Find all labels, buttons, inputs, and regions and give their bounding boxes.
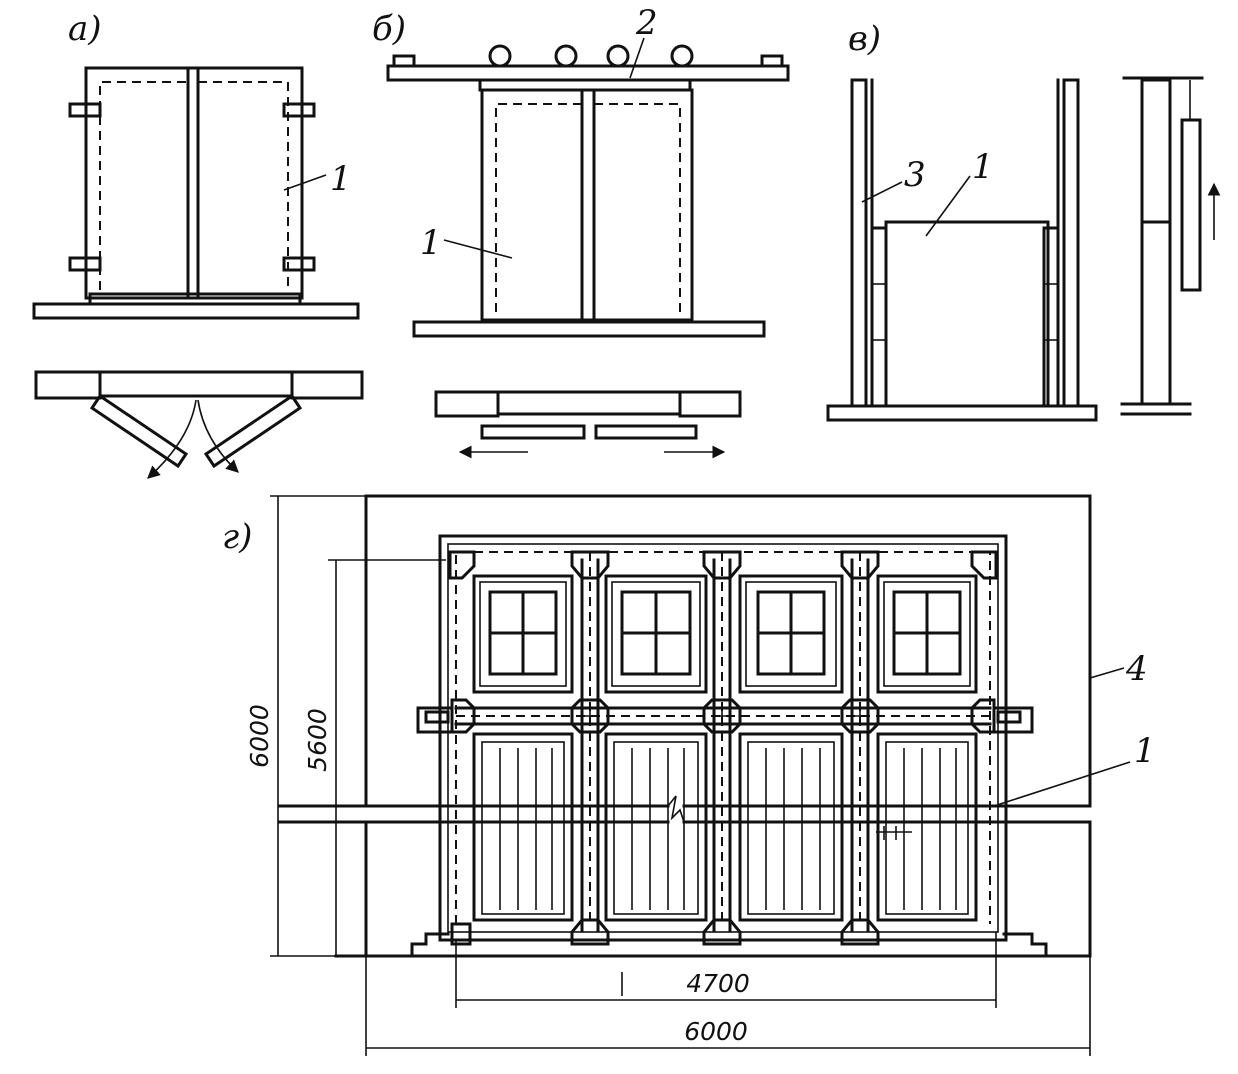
sliding-leaf-plan-left xyxy=(480,424,586,440)
wall-section xyxy=(1140,78,1172,224)
panel-a-label: а) xyxy=(68,9,102,49)
leader-3-label: 3 xyxy=(904,155,926,195)
floor-b xyxy=(412,320,766,338)
dimension-6000-horizontal: 6000 xyxy=(365,956,1091,1056)
dim-gate-width: 4700 xyxy=(686,969,750,998)
lifting-leaf-section xyxy=(1180,118,1202,292)
gate-outer-frame xyxy=(438,534,1008,942)
window-panels xyxy=(472,574,978,694)
leader-1-label: 1 xyxy=(972,147,994,187)
boarded-panels xyxy=(472,732,978,922)
top-rail xyxy=(386,64,790,82)
hinge-bottom-left xyxy=(68,256,102,272)
lifting-gate-leaf xyxy=(884,220,1050,408)
gusset xyxy=(970,550,998,580)
wall-plan-left xyxy=(434,390,500,418)
dimension-5600-vertical: 5600 xyxy=(303,559,446,956)
sliding-leaf-plan-right xyxy=(594,424,698,440)
gusset xyxy=(840,918,880,946)
wall-plan-right xyxy=(290,370,364,400)
wall-plan-right xyxy=(678,390,742,418)
panel-v-lifting-gate: в) 3 1 xyxy=(826,19,1221,422)
leader-4-label: 4 xyxy=(1125,649,1148,689)
swing-leaf-left-open xyxy=(89,393,189,469)
swing-leaf-right-open xyxy=(203,393,303,469)
hinge-top-left xyxy=(68,102,102,118)
step-right xyxy=(1002,932,1048,956)
roller xyxy=(554,44,578,68)
dim-gate-height: 5600 xyxy=(303,708,332,772)
dimension-6000-vertical: 6000 xyxy=(245,495,366,957)
dim-total-height: 6000 xyxy=(245,704,274,768)
guide-right xyxy=(1062,78,1080,408)
gusset xyxy=(570,918,610,946)
floor-a xyxy=(32,302,360,320)
roller xyxy=(670,44,694,68)
panel-v-label: в) xyxy=(848,19,881,59)
break-line-symbol xyxy=(667,795,685,823)
leader-1-label: 1 xyxy=(1134,731,1156,771)
gusset xyxy=(702,550,742,580)
joint-octagons xyxy=(450,698,996,734)
swing-arrow-right xyxy=(197,399,239,473)
leader-1-label: 1 xyxy=(330,159,352,199)
panel-g-gate-elevation: г) xyxy=(222,494,1156,1056)
swing-gate-frame xyxy=(84,66,304,300)
panel-b-sliding-gate: б) 1 2 xyxy=(372,3,790,459)
dim-total-width: 6000 xyxy=(684,1017,748,1046)
hinge-top-right xyxy=(282,102,316,118)
dimension-4700-horizontal: 4700 xyxy=(455,932,997,1008)
hinge-left xyxy=(416,706,454,734)
gusset xyxy=(840,550,880,580)
gusset xyxy=(448,550,476,580)
roller xyxy=(488,44,512,68)
step-left xyxy=(410,932,450,956)
leader-2-label: 2 xyxy=(635,3,658,43)
swing-arrow-left xyxy=(147,399,197,479)
sliding-gate-frame xyxy=(480,88,694,322)
roller xyxy=(606,44,630,68)
hinge-bottom-right xyxy=(282,256,316,272)
guide-left xyxy=(850,78,868,408)
wall-plan-left xyxy=(34,370,102,400)
gusset xyxy=(570,550,610,580)
leader-1-label: 1 xyxy=(420,223,442,263)
panel-g-label: г) xyxy=(222,517,252,557)
hinge-right xyxy=(992,706,1034,734)
panel-b-label: б) xyxy=(372,9,406,49)
floor-v xyxy=(826,404,1098,422)
panel-a-swing-gate: а) 1 xyxy=(32,9,364,479)
gusset xyxy=(702,918,742,946)
